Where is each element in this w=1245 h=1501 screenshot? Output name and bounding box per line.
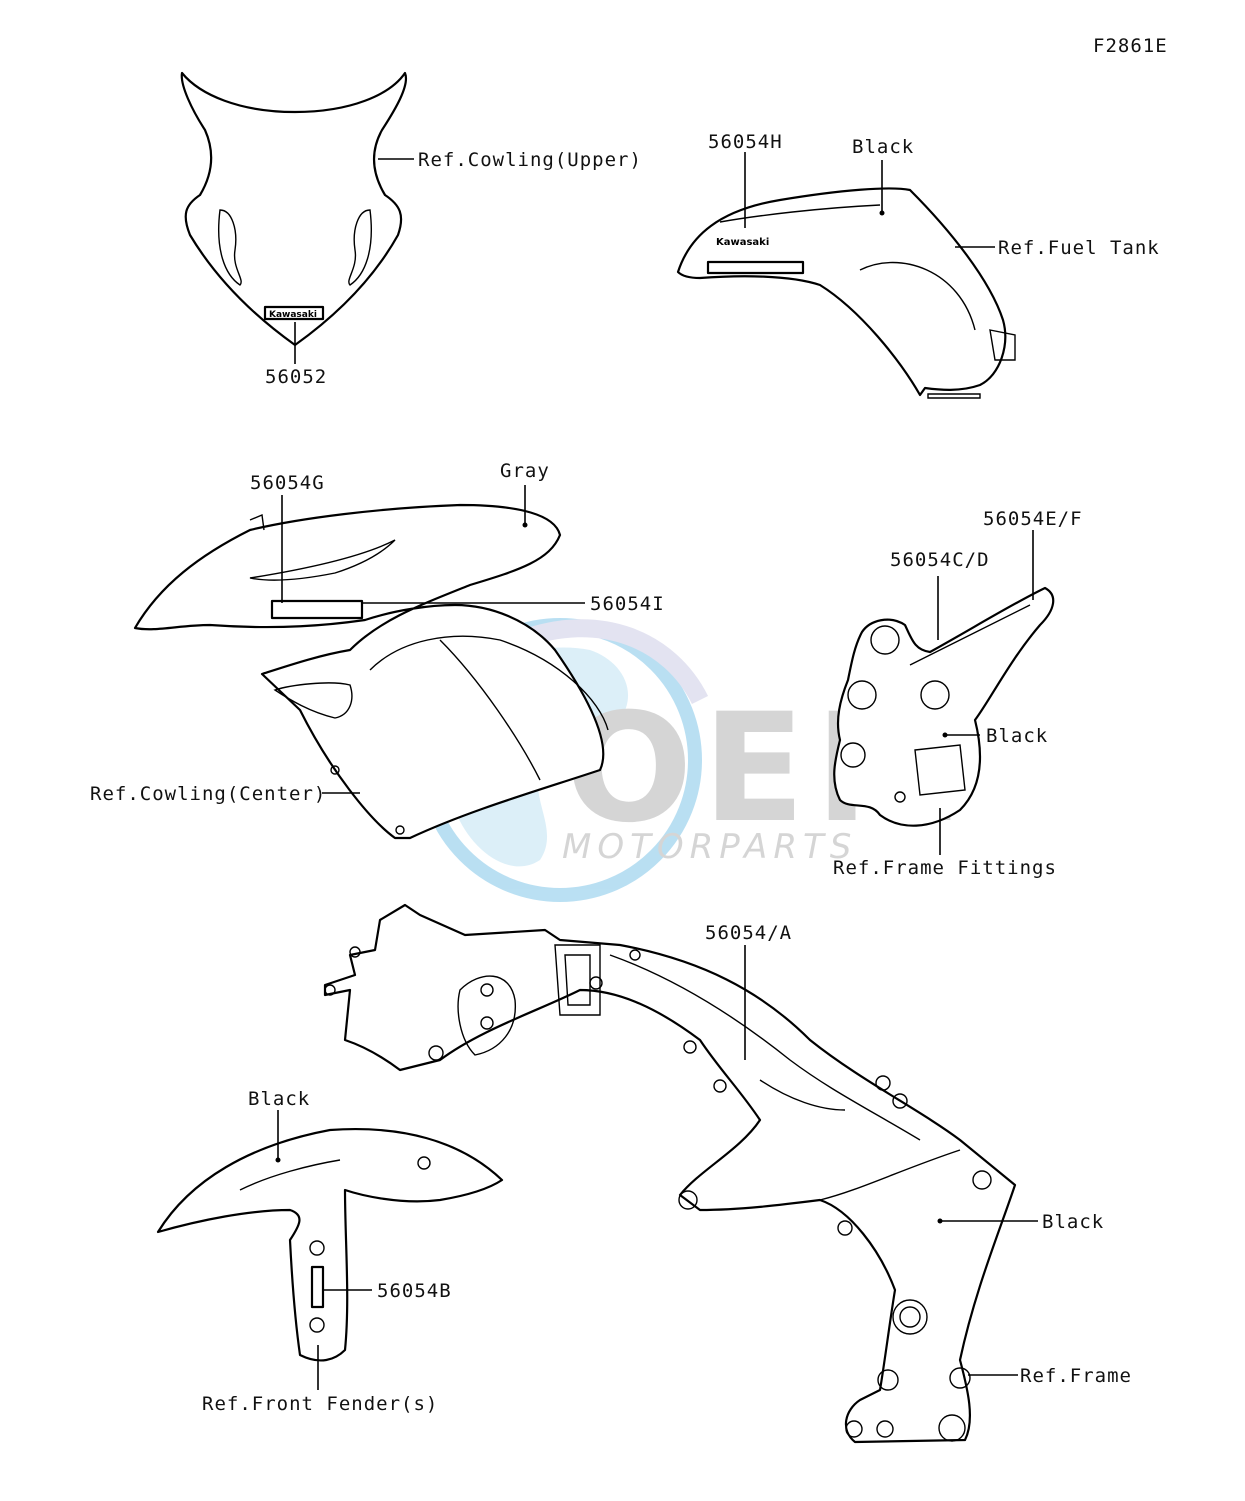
- label-black-frame: Black: [1042, 1211, 1104, 1233]
- watermark-arc: [516, 619, 709, 705]
- label-56054CD: 56054C/D: [890, 549, 990, 571]
- label-ref-front-fender: Ref.Front Fender(s): [202, 1393, 438, 1415]
- label-ref-fuel-tank: Ref.Fuel Tank: [998, 237, 1160, 259]
- label-gray: Gray: [500, 460, 550, 482]
- label-black-fender: Black: [248, 1088, 310, 1110]
- watermark-subtitle: MOTORPARTS: [562, 827, 857, 867]
- label-black-fitting: Black: [986, 725, 1048, 747]
- upper-cowling: Kawasaki: [180, 71, 408, 347]
- label-56054G: 56054G: [250, 472, 325, 494]
- label-ref-frame-fittings: Ref.Frame Fittings: [833, 857, 1057, 879]
- frame-fittings: [833, 586, 1055, 827]
- front-fender: [156, 1127, 504, 1362]
- label-ref-cowling-upper: Ref.Cowling(Upper): [418, 149, 642, 171]
- label-56054B: 56054B: [377, 1280, 452, 1302]
- svg-text:Kawasaki: Kawasaki: [716, 237, 769, 248]
- diagram-code: F2861E: [1093, 35, 1168, 57]
- fuel-tank: Kawasaki: [676, 187, 1016, 399]
- label-56054A: 56054/A: [705, 922, 792, 944]
- label-56054H: 56054H: [708, 131, 783, 153]
- label-56052: 56052: [265, 366, 327, 388]
- svg-text:Kawasaki: Kawasaki: [269, 310, 317, 320]
- center-cowling: [133, 503, 609, 840]
- label-black-tank: Black: [852, 136, 914, 158]
- main-frame: [323, 903, 1017, 1444]
- label-56054EF: 56054E/F: [983, 508, 1083, 530]
- label-ref-cowling-center: Ref.Cowling(Center): [90, 783, 326, 805]
- label-ref-frame: Ref.Frame: [1020, 1365, 1132, 1387]
- label-56054I: 56054I: [590, 593, 665, 615]
